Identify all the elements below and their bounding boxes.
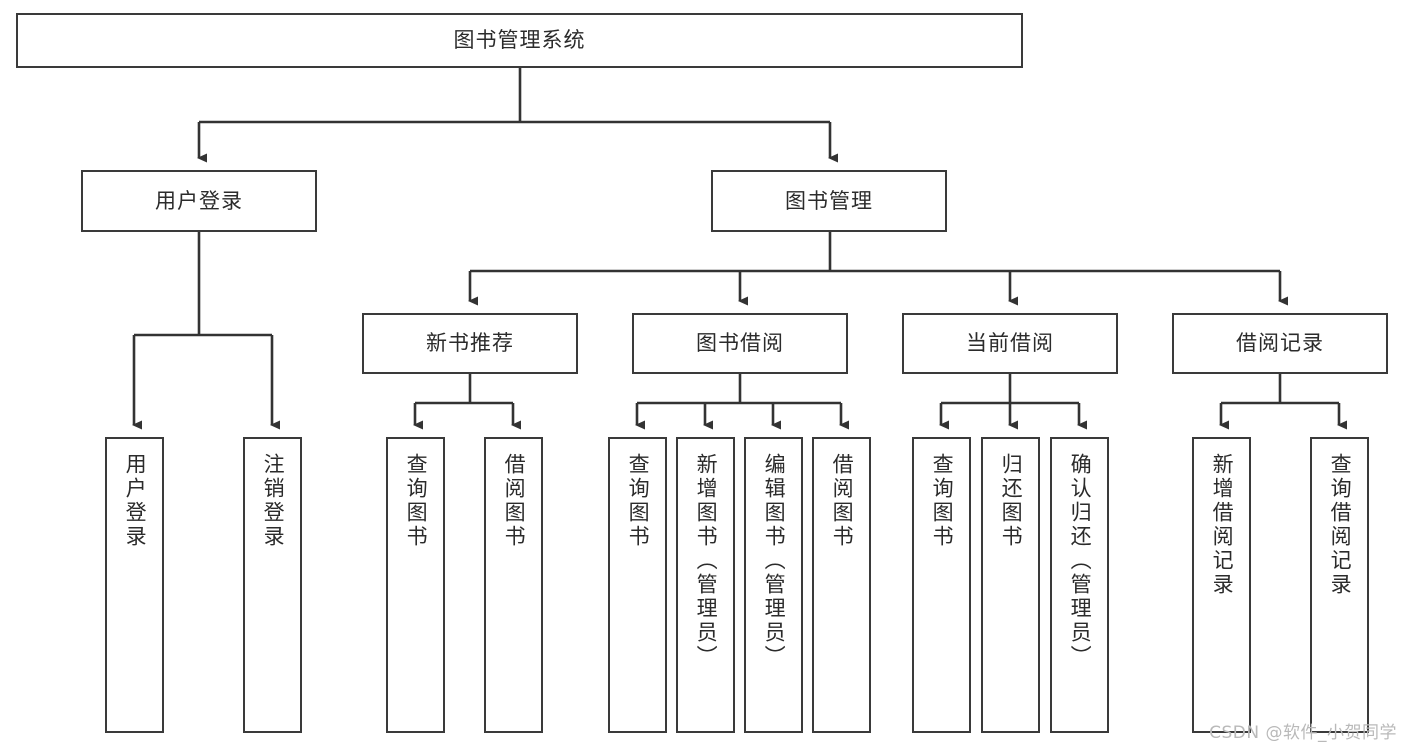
node-label: 确认归还（管理员）	[1068, 453, 1093, 669]
node-label: 注销登录	[261, 453, 286, 549]
leaf-add-book-admin[interactable]: 新增图书（管理员）	[676, 437, 735, 733]
leaf-add-borrow-record[interactable]: 新增借阅记录	[1192, 437, 1251, 733]
node-label: 借阅图书	[502, 453, 527, 549]
leaf-borrow-book-recommend[interactable]: 借阅图书	[484, 437, 543, 733]
node-label: 借阅图书	[830, 453, 855, 549]
leaf-borrow-book[interactable]: 借阅图书	[812, 437, 871, 733]
node-root-system[interactable]: 图书管理系统	[16, 13, 1023, 68]
leaf-logout[interactable]: 注销登录	[243, 437, 302, 733]
node-label: 当前借阅	[966, 331, 1054, 356]
node-new-book-recommendation[interactable]: 新书推荐	[362, 313, 578, 374]
leaf-query-borrow-record[interactable]: 查询借阅记录	[1310, 437, 1369, 733]
leaf-edit-book-admin[interactable]: 编辑图书（管理员）	[744, 437, 803, 733]
node-label: 新增图书（管理员）	[694, 453, 719, 669]
node-label: 查询图书	[404, 453, 429, 549]
node-label: 查询图书	[626, 453, 651, 549]
node-label: 用户登录	[155, 188, 243, 213]
node-label: 借阅记录	[1236, 331, 1324, 356]
leaf-query-book-borrow[interactable]: 查询图书	[608, 437, 667, 733]
node-book-management[interactable]: 图书管理	[711, 170, 947, 232]
leaf-query-book-current[interactable]: 查询图书	[912, 437, 971, 733]
watermark-text: CSDN @软件_小贺同学	[1209, 723, 1397, 743]
node-label: 新书推荐	[426, 331, 514, 356]
node-label: 图书借阅	[696, 331, 784, 356]
node-label: 编辑图书（管理员）	[762, 453, 787, 669]
node-label: 归还图书	[999, 453, 1024, 549]
node-label: 新增借阅记录	[1210, 453, 1235, 597]
node-borrow-record[interactable]: 借阅记录	[1172, 313, 1388, 374]
leaf-confirm-return-admin[interactable]: 确认归还（管理员）	[1050, 437, 1109, 733]
leaf-return-book[interactable]: 归还图书	[981, 437, 1040, 733]
leaf-query-book-recommend[interactable]: 查询图书	[386, 437, 445, 733]
node-label: 用户登录	[123, 453, 148, 549]
node-label: 图书管理	[785, 188, 873, 213]
node-book-borrow[interactable]: 图书借阅	[632, 313, 848, 374]
node-label: 查询图书	[930, 453, 955, 549]
node-label: 图书管理系统	[453, 28, 586, 53]
leaf-user-login[interactable]: 用户登录	[105, 437, 164, 733]
node-user-login[interactable]: 用户登录	[81, 170, 317, 232]
node-label: 查询借阅记录	[1328, 453, 1353, 597]
node-current-borrow[interactable]: 当前借阅	[902, 313, 1118, 374]
